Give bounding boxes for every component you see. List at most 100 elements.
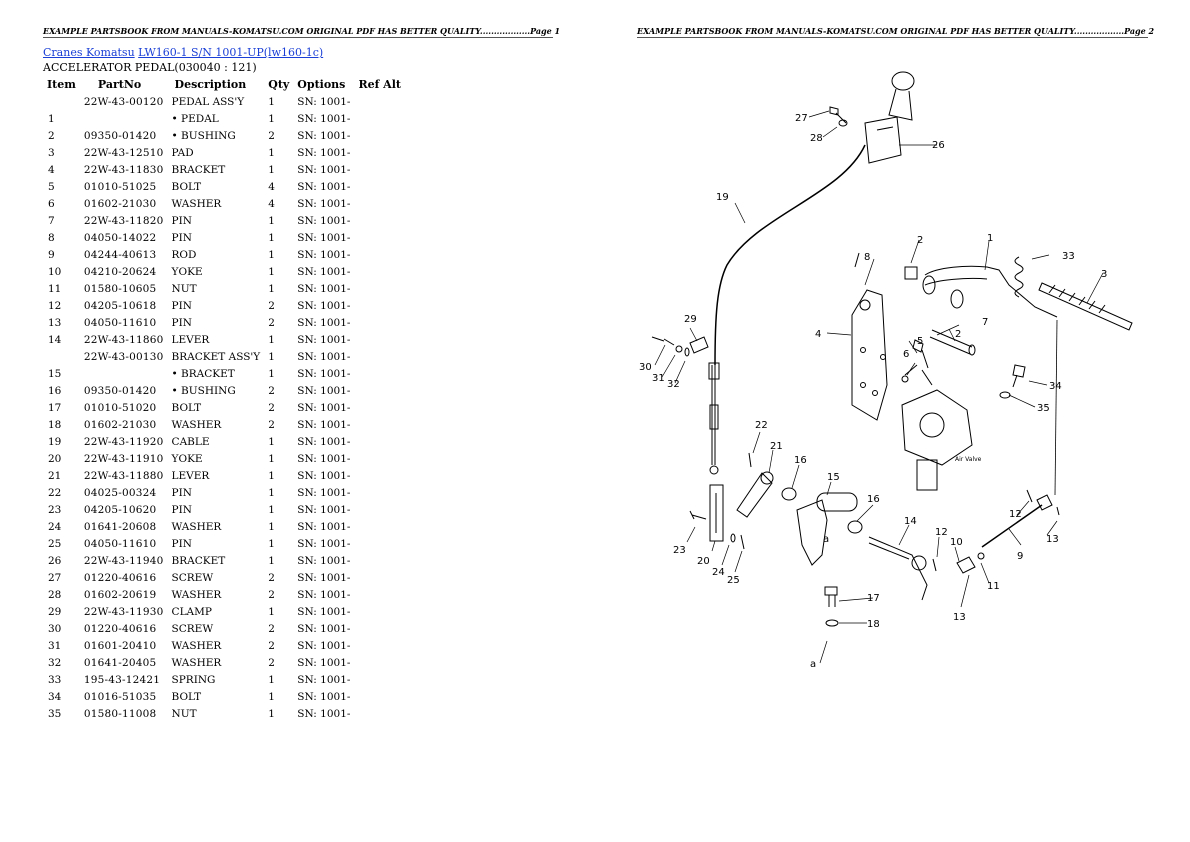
cell-partno: 01010-51020 [83,401,157,414]
cell-options: SN: 1001- [297,384,351,397]
cell-options: SN: 1001- [297,554,351,567]
cell-refalt [354,263,405,280]
cell-options: SN: 1001- [297,486,351,499]
cable-19-shape [714,144,866,366]
callout-label: 13 [953,612,966,623]
cell-partno: 22W-43-12510 [83,146,164,159]
cell-refalt [354,280,405,297]
cell-options: SN: 1001- [297,639,351,652]
cell-refalt [354,586,405,603]
callout-label: 8 [864,252,870,263]
cell-item: 3 [48,146,55,159]
washer-32-shape [684,347,690,357]
cell-description: LEVER [171,469,210,482]
cell-item: 16 [48,384,62,397]
cell-options: SN: 1001- [297,282,351,295]
cell-qty: 2 [268,656,275,669]
bolt-17-shape [824,586,838,607]
cell-partno: 04205-10618 [83,299,157,312]
cell-refalt [354,433,405,450]
cell-item: 21 [48,469,62,482]
cell-description: CLAMP [171,605,212,618]
cell-options: SN: 1001- [297,367,351,380]
air-valve-shape [901,389,973,466]
cell-item: 4 [48,163,55,176]
cell-partno: 22W-43-11930 [83,605,164,618]
cell-item: 35 [48,707,62,720]
cell-partno: 09350-01420 [83,384,157,397]
cell-description: PIN [171,231,192,244]
cell-qty: 1 [268,282,275,295]
yoke-20-shape [709,484,724,542]
cell-qty: 1 [268,350,275,363]
lever-14-shape [868,536,928,601]
cell-description: • BUSHING [171,129,236,142]
callout-label: 22 [755,420,768,431]
cell-description: WASHER [171,588,222,601]
clamp-29-shape [689,336,709,354]
parts-table-header: Item PartNo Description Qty Options Ref … [43,76,405,93]
cell-partno: 22W-43-11940 [83,554,164,567]
bolt-34-shape [1012,364,1026,388]
cell-partno: 01220-40616 [83,571,157,584]
nut-11-shape [977,552,985,560]
cell-description: BOLT [171,690,202,703]
cell-item: 18 [48,418,62,431]
cell-partno: 04050-14022 [83,231,157,244]
cell-partno: 01602-20619 [83,588,157,601]
col-header-item: Item [47,78,76,91]
breadcrumb-link-model[interactable]: LW160-1 S/N 1001-UP(lw160-1c) [138,46,324,59]
cell-refalt [354,331,405,348]
cell-description: WASHER [171,197,222,210]
cell-refalt [354,552,405,569]
cell-refalt [354,467,405,484]
cell-refalt [354,348,405,365]
cell-options: SN: 1001- [297,690,351,703]
cell-options: SN: 1001- [297,622,351,635]
cell-description: YOKE [171,265,203,278]
cell-qty: 1 [268,605,275,618]
cell-item [43,93,80,110]
cell-partno: 04244-40613 [83,248,157,261]
cell-partno [80,365,168,382]
cell-refalt [354,450,405,467]
cell-partno: 04210-20624 [83,265,157,278]
cell-item: 26 [48,554,62,567]
pin-25-shape [740,534,745,550]
pad-3-shape [1038,282,1133,331]
cell-options: SN: 1001- [297,265,351,278]
cell-partno: 22W-43-11830 [83,163,164,176]
callout-label: 5 [917,336,923,347]
cell-partno: 22W-43-11920 [83,435,164,448]
cell-partno: 01580-11008 [83,707,157,720]
bolt-5-shape [912,339,929,369]
bracket-4-shape [851,289,888,421]
cell-item: 31 [48,639,62,652]
cell-partno: 22W-43-00130 [83,350,164,363]
callout-label: 21 [770,441,783,452]
cell-qty: 2 [268,401,275,414]
air-valve-label: Air Valve [955,456,982,463]
cell-item: 29 [48,605,62,618]
washer-18-shape [825,619,839,627]
callout-label: 2 [917,235,923,246]
callout-label: 6 [903,349,909,360]
cell-item: 30 [48,622,62,635]
cell-options: SN: 1001- [297,214,351,227]
cell-item: 19 [48,435,62,448]
breadcrumb-link-brand[interactable]: Cranes Komatsu [43,46,135,59]
cell-description: BOLT [171,180,202,193]
cell-refalt [354,688,405,705]
cell-description: WASHER [171,418,222,431]
cell-qty: 1 [268,265,275,278]
cell-item: 27 [48,571,62,584]
cell-qty: 2 [268,299,275,312]
